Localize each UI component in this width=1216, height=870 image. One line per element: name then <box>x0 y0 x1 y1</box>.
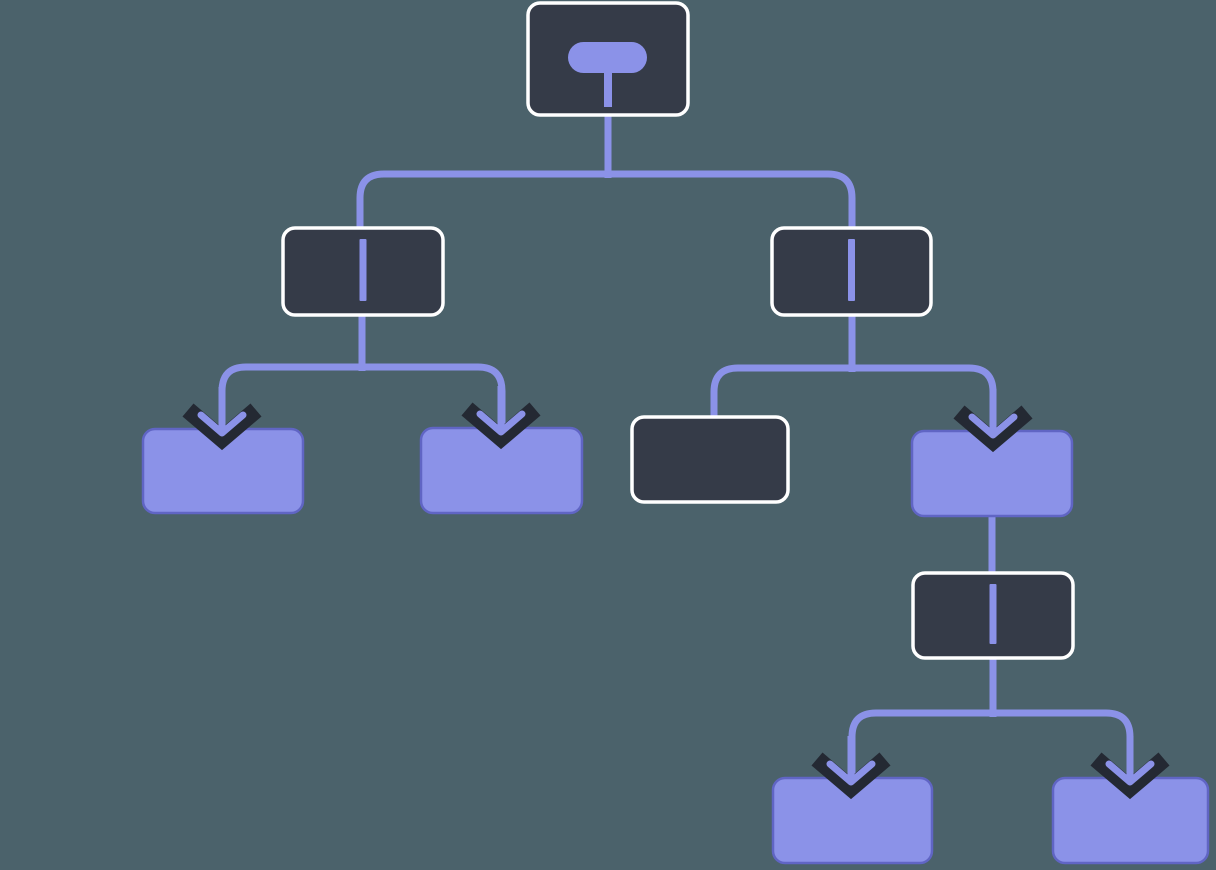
arrowhead-purple-chevron-icon <box>826 760 876 786</box>
connector-edge-level1-tee <box>356 170 856 228</box>
arrowhead-purple-chevron-icon <box>1105 760 1155 786</box>
tree-node-mid-dark[interactable] <box>630 415 790 504</box>
arrowhead-purple-chevron-icon <box>197 411 247 437</box>
root-pill-icon <box>568 42 647 73</box>
arrowhead-purple-chevron-icon <box>476 410 526 436</box>
arrowhead-dark-chevron-icon <box>1090 752 1170 800</box>
node-divider-bar <box>359 239 367 301</box>
arrowhead-dark-chevron-icon <box>461 402 541 450</box>
arrowhead-dark-chevron-icon <box>811 752 891 800</box>
connector-edge-level2-right-tee <box>710 364 997 431</box>
node-divider-bar <box>848 239 855 301</box>
root-pill-stem <box>604 70 612 107</box>
connector-edge-level2-left-tee <box>218 363 506 429</box>
node-divider-bar <box>989 584 997 644</box>
arrowhead-purple-chevron-icon <box>968 413 1018 439</box>
connector-edge-level3-tee <box>848 709 1134 778</box>
arrowhead-dark-chevron-icon <box>182 403 262 451</box>
arrowhead-dark-chevron-icon <box>953 405 1033 453</box>
